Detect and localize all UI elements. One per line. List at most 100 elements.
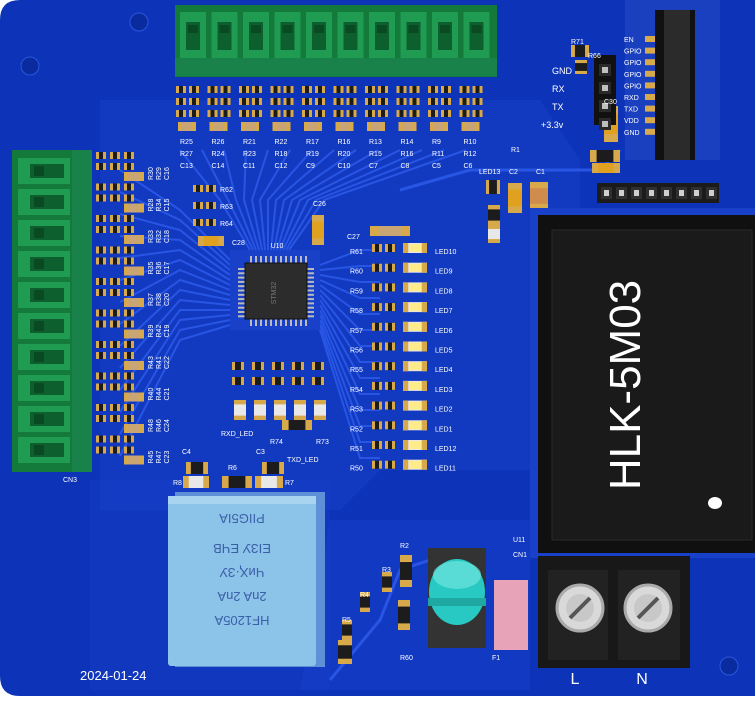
smd-part	[385, 244, 395, 252]
relay: PIIG5IA ЕІЗУ ЕЧВ ЧиҲ·ЗУ 2nA 2nA HF1205A	[168, 492, 325, 667]
smd-part	[372, 283, 382, 292]
smd-part	[378, 98, 388, 105]
smd-part	[385, 362, 395, 371]
smd-part	[232, 362, 244, 370]
pin-header-row	[597, 183, 719, 203]
smd-part	[459, 98, 470, 105]
component-label: C30	[604, 99, 617, 106]
resistor-label: R41	[156, 356, 163, 369]
trace	[282, 149, 423, 251]
smd-part	[459, 86, 470, 93]
smd-part	[314, 400, 326, 420]
resistor-label: R25	[180, 139, 193, 146]
smd-part	[488, 225, 500, 243]
trace	[119, 288, 231, 347]
smd-part	[409, 98, 420, 105]
smd-part	[189, 110, 199, 117]
smd-part	[372, 441, 382, 449]
resistor-label: R38	[156, 293, 163, 306]
smd-part	[241, 122, 259, 131]
terminal-label-n: N	[636, 671, 648, 688]
smd-part	[220, 98, 231, 105]
esp-pin-label: GPIO	[624, 60, 642, 67]
component-label: LED13	[479, 169, 501, 176]
smd-part	[272, 122, 291, 131]
esp-pin-label: EN	[624, 37, 634, 44]
smd-part	[461, 122, 480, 131]
smd-part	[96, 320, 106, 328]
smd-part	[342, 620, 352, 640]
trace	[288, 149, 467, 251]
smd-part	[430, 122, 448, 131]
resistor-label: R18	[275, 151, 288, 158]
smd-part	[193, 202, 203, 209]
smd-part	[282, 420, 312, 430]
resistor-label: R44	[156, 388, 163, 401]
resistor-label: R29	[156, 167, 163, 180]
smd-part	[575, 60, 587, 74]
smd-part	[124, 235, 144, 244]
smd-part	[409, 86, 420, 93]
resistor-label: R14	[401, 139, 414, 146]
hlk-module: HLK-5M03	[530, 208, 755, 558]
cap-label: C6	[464, 163, 473, 170]
esp-pin-label: TXD	[624, 107, 638, 114]
trace	[242, 149, 260, 251]
smd-part	[302, 110, 312, 117]
smd-part	[96, 246, 106, 254]
cap-label: C5	[432, 163, 441, 170]
resistor-label: R15	[369, 151, 382, 158]
trace	[119, 298, 231, 369]
smd-part	[176, 98, 186, 105]
smd-part	[400, 555, 412, 587]
smd-part	[252, 110, 262, 117]
smd-part	[292, 377, 304, 385]
resistor-label: R20	[338, 151, 351, 158]
smd-part	[283, 98, 294, 105]
resistor-label: R24	[212, 151, 225, 158]
smd-part	[441, 110, 451, 117]
smd-part	[124, 203, 144, 213]
smd-part	[304, 122, 322, 131]
cap-label: C23	[164, 451, 171, 464]
smd-part	[459, 110, 470, 117]
component-label: R62	[220, 187, 233, 194]
led-resistor-label: R54	[350, 387, 363, 394]
smd-part	[206, 185, 216, 192]
smd-part	[96, 183, 106, 191]
smd-part	[124, 361, 144, 370]
mount-hole	[719, 656, 739, 676]
resistor-label: R21	[243, 139, 256, 146]
smd-part	[385, 460, 395, 469]
smd-part	[124, 352, 134, 359]
smd-part	[385, 283, 395, 292]
resistor-label: R32	[156, 230, 163, 243]
smd-part	[110, 152, 120, 159]
component-label: RXD_LED	[221, 431, 253, 438]
component-label: TXD_LED	[287, 457, 319, 464]
smd-part	[283, 86, 294, 93]
component-label: C26	[313, 201, 326, 208]
cap-label: C8	[401, 163, 410, 170]
smd-part	[206, 219, 216, 226]
smd-part	[234, 400, 246, 420]
smd-part	[372, 460, 382, 469]
smd-part	[378, 86, 388, 93]
component-label: R74	[270, 439, 283, 446]
smd-part	[124, 455, 144, 465]
cap-label: C18	[164, 230, 171, 243]
cap-label: C24	[164, 419, 171, 432]
led-label: LED11	[435, 466, 456, 473]
smd-part	[96, 415, 106, 422]
led-resistor-label: R50	[350, 466, 363, 473]
left-terminal-block	[12, 150, 92, 472]
esp-pin-label: GPIO	[624, 72, 642, 79]
smd-part	[110, 278, 120, 285]
smd-part	[346, 86, 357, 93]
smd-part	[110, 289, 120, 296]
